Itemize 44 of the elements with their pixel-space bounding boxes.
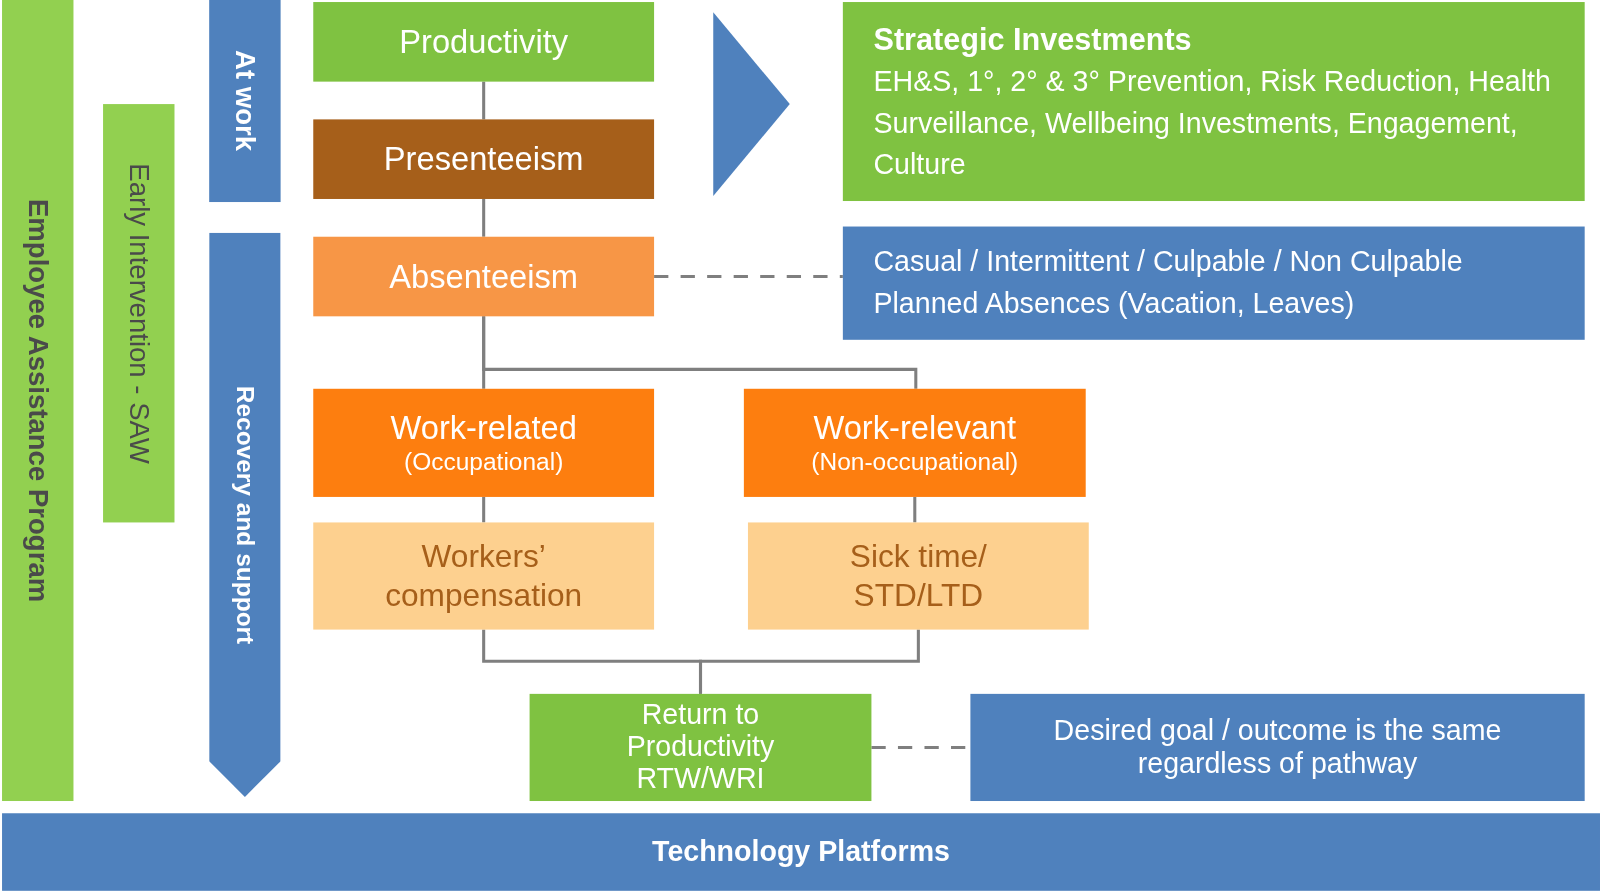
process-box	[747, 522, 1089, 630]
box-text: Absenteeism	[389, 256, 579, 297]
connector-line	[482, 199, 486, 237]
connector-line	[913, 496, 917, 523]
process-box	[842, 2, 1585, 201]
box-text: At work	[228, 50, 262, 152]
band	[209, 0, 281, 203]
box-text: Recovery and support	[231, 385, 260, 645]
box-text: (Non-occupational)	[811, 447, 1019, 478]
process-box	[970, 693, 1585, 801]
box-title: Work-related	[390, 408, 577, 448]
process-box	[313, 522, 655, 630]
process-box	[842, 226, 1585, 340]
box-text: EH&S, 1°, 2° & 3° Prevention, Risk Reduction, Health Surveillance, Wellbeing Investments, Engagement, Culture	[873, 64, 1552, 183]
box-title: Work-relevant	[813, 408, 1017, 448]
box-text: Desired goal / outcome is the same regardless of pathway	[1052, 714, 1503, 781]
box-text: Presenteeism	[383, 139, 584, 179]
box-title: Casual / Intermittent / Culpable / Non Culpable	[873, 244, 1463, 280]
box-text: Productivity	[399, 22, 569, 62]
box-text: Planned Absences (Vacation, Leaves)	[873, 286, 1355, 321]
process-box	[313, 236, 655, 317]
box-text: (Occupational)	[404, 447, 564, 478]
box-text: Employee Assistance Program	[21, 198, 55, 603]
band	[103, 104, 175, 523]
process-box	[743, 388, 1086, 497]
box-text: Technology Platforms	[652, 834, 950, 870]
connector-line	[482, 81, 486, 120]
connector-line	[482, 316, 918, 389]
platform-bar	[2, 813, 1600, 891]
box-text: Early Intervention - SAW	[122, 162, 156, 464]
block-arrow	[713, 12, 790, 196]
connector-line	[482, 496, 486, 523]
dashed-connector	[654, 275, 843, 279]
box-text: Sick time/ STD/LTD	[848, 538, 988, 614]
band	[2, 0, 74, 801]
process-box	[313, 388, 655, 497]
process-box	[313, 119, 655, 199]
box-title: Strategic Investments	[873, 21, 1192, 59]
process-box	[529, 693, 872, 801]
box-text: Return to Productivity RTW/WRI	[625, 700, 776, 795]
connector-line	[698, 629, 920, 694]
process-box	[313, 2, 655, 82]
arrow-band	[209, 232, 281, 797]
box-text: Workers’ compensation	[384, 538, 584, 614]
